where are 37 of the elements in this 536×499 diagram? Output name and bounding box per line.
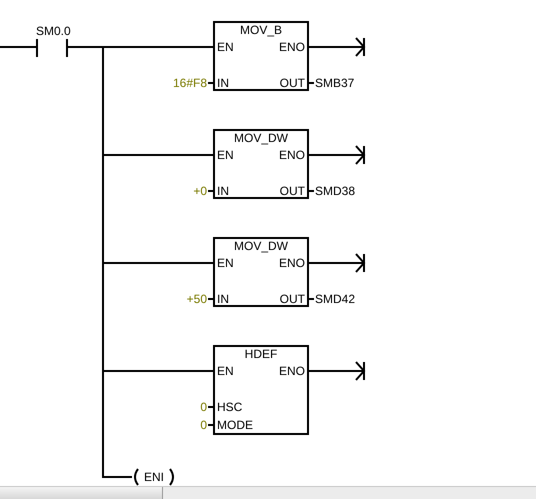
pin-label: ENO	[278, 364, 305, 378]
input-value: +0	[193, 184, 207, 198]
input-value: 16#F8	[172, 76, 207, 90]
output-address: SMB37	[315, 76, 354, 90]
block-name: MOV_DW	[233, 131, 289, 145]
pin-label: IN	[217, 76, 229, 90]
pin-label: MODE	[217, 418, 253, 432]
pin-label: ENO	[278, 148, 305, 162]
input-value: 0	[200, 400, 207, 414]
pin-label: OUT	[280, 184, 305, 198]
block-name: MOV_B	[238, 23, 283, 37]
input-value: 0	[200, 418, 207, 432]
pin-label: EN	[217, 148, 234, 162]
wire	[0, 46, 36, 48]
input-value: +50	[186, 292, 207, 306]
function-block	[213, 345, 309, 435]
pin-label: OUT	[280, 76, 305, 90]
coil-symbol	[132, 468, 176, 486]
pin-label: IN	[217, 184, 229, 198]
output-address: SMD42	[315, 292, 356, 306]
block-name: MOV_DW	[233, 239, 289, 253]
coil-label: ENI	[142, 470, 165, 484]
pin-label: OUT	[280, 292, 305, 306]
wire	[68, 46, 132, 478]
block-name: HDEF	[244, 347, 278, 361]
contact-address: SM0.0	[36, 24, 68, 38]
pin-label: ENO	[278, 40, 305, 54]
function-block	[213, 237, 309, 307]
pin-label: EN	[217, 256, 234, 270]
pin-label: EN	[217, 364, 234, 378]
pin-label: EN	[217, 40, 234, 54]
output-address: SMD38	[315, 184, 356, 198]
pin-label: IN	[217, 292, 229, 306]
function-block	[213, 129, 309, 199]
pin-label: HSC	[217, 400, 242, 414]
function-block	[213, 21, 309, 91]
pin-label: ENO	[278, 256, 305, 270]
